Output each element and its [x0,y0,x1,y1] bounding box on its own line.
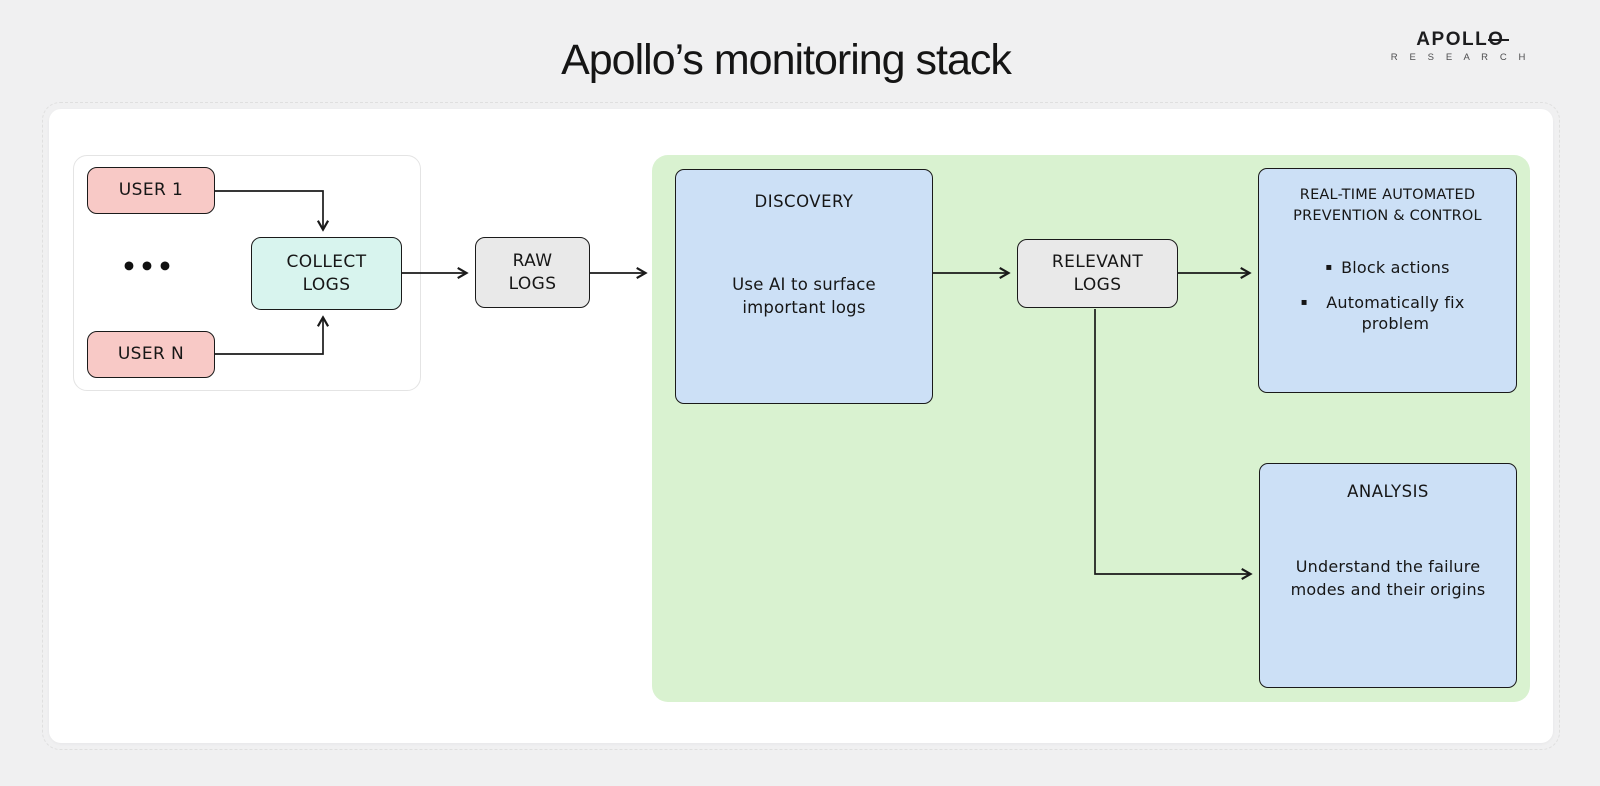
analysis-title: ANALYSIS [1347,482,1429,501]
logo-subtitle: R E S E A R C H [1390,52,1530,63]
list-item: ▪ Block actions [1325,257,1449,279]
prevention-bullet-list: ▪ Block actions ▪ Automatically fix prob… [1301,257,1475,335]
userN-label: USER N [117,344,185,365]
logo-o-bar-icon [1488,39,1510,41]
list-item: ▪ Automatically fix problem [1301,292,1475,335]
bullet-text: Automatically fix problem [1326,292,1465,334]
userN-box: USER N [87,331,215,378]
prevention-control-title: REAL-TIME AUTOMATED PREVENTION & CONTROL [1293,187,1482,225]
raw-logs-label: RAW LOGS [508,251,557,294]
dashed-frame [42,102,1560,750]
relevant-logs-box: RELEVANT LOGS [1017,239,1178,308]
square-bullet-icon: ▪ [1325,262,1333,274]
analysis-body: Understand the failure modes and their o… [1290,557,1486,600]
user1-box: USER 1 [87,167,215,214]
square-bullet-icon: ▪ [1300,296,1308,308]
discovery-body: Use AI to surface important logs [732,275,876,318]
discovery-box: DISCOVERY Use AI to surface important lo… [675,169,933,404]
bullet-text: Block actions [1341,258,1450,278]
page-title: Apollo’s monitoring stack [561,36,1012,84]
apollo-research-logo: APOLLO R E S E A R C H [1391,29,1530,63]
logo-wordmark: APOLLO [1416,29,1510,51]
user1-label: USER 1 [118,180,184,201]
discovery-title: DISCOVERY [754,192,854,211]
raw-logs-box: RAW LOGS [475,237,590,308]
ellipsis-dots: ••• [121,252,175,281]
collect-logs-label: COLLECT LOGS [286,252,367,295]
analysis-box: ANALYSIS Understand the failure modes an… [1259,463,1517,688]
relevant-logs-label: RELEVANT LOGS [1051,252,1144,295]
collect-logs-box: COLLECT LOGS [251,237,402,310]
prevention-control-box: REAL-TIME AUTOMATED PREVENTION & CONTROL… [1258,168,1517,393]
logo-wordmark-text: APOLLO [1416,29,1505,50]
